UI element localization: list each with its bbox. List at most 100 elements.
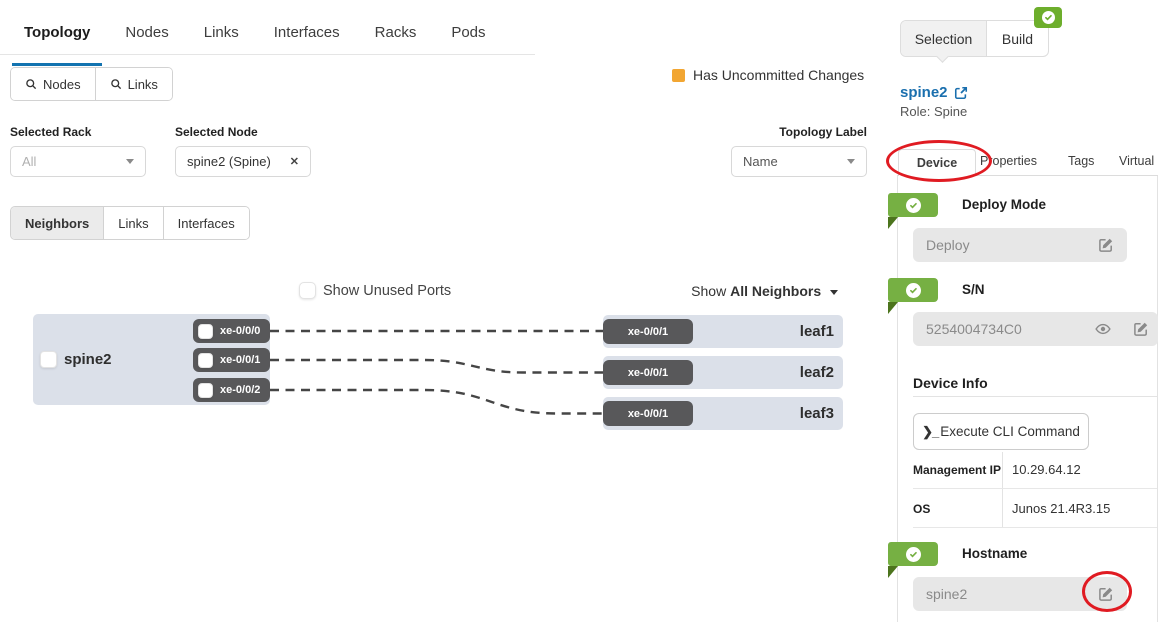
port-checkbox[interactable] bbox=[198, 352, 213, 368]
search-nodes-button[interactable]: Nodes bbox=[11, 68, 96, 100]
execute-cli-label: Execute CLI Command bbox=[940, 424, 1080, 439]
tab-pods[interactable]: Pods bbox=[451, 24, 486, 41]
panel-tabs: Selection Build bbox=[900, 20, 1049, 57]
edit-icon[interactable] bbox=[1133, 321, 1149, 337]
main-tabs: Topology Nodes Links Interfaces Racks Po… bbox=[0, 22, 535, 66]
check-circle-icon bbox=[1041, 11, 1055, 24]
spine2-node-label: spine2 bbox=[64, 351, 112, 368]
view-tab-links[interactable]: Links bbox=[104, 207, 164, 239]
node-name: spine2 bbox=[900, 84, 948, 101]
build-status-badge bbox=[1034, 7, 1062, 28]
check-circle-icon bbox=[905, 282, 921, 298]
tab-topology[interactable]: Topology bbox=[11, 22, 103, 66]
selected-rack-label: Selected Rack bbox=[10, 125, 92, 139]
port-label: xe-0/0/2 bbox=[220, 384, 261, 396]
execute-cli-button[interactable]: ❯_ Execute CLI Command bbox=[913, 413, 1089, 450]
search-links-button[interactable]: Links bbox=[95, 68, 172, 100]
os-value: Junos 21.4R3.15 bbox=[1012, 501, 1111, 516]
clear-selection-icon[interactable]: ✕ bbox=[289, 156, 299, 168]
eye-icon[interactable] bbox=[1095, 321, 1111, 337]
pane-border-right bbox=[1157, 176, 1158, 622]
port-checkbox[interactable] bbox=[198, 382, 213, 398]
os-label: OS bbox=[913, 502, 931, 516]
view-tab-neighbors[interactable]: Neighbors bbox=[11, 207, 105, 239]
hostname-value: spine2 bbox=[926, 586, 968, 602]
info-table-divider bbox=[1002, 452, 1003, 528]
detail-tab-device-label: Device bbox=[916, 156, 958, 170]
port-label: xe-0/0/1 bbox=[627, 325, 669, 338]
uncommitted-changes-legend: Has Uncommitted Changes bbox=[672, 67, 864, 83]
check-circle-icon bbox=[905, 197, 921, 213]
port-label: xe-0/0/0 bbox=[220, 325, 261, 337]
link-spine2-leaf3 bbox=[270, 388, 603, 415]
spine-port-chip[interactable]: xe-0/0/0 bbox=[193, 319, 270, 343]
management-ip-label: Management IP bbox=[913, 463, 1002, 477]
view-tab-interfaces[interactable]: Interfaces bbox=[163, 207, 249, 239]
tab-racks[interactable]: Racks bbox=[374, 24, 417, 41]
selected-rack-value: All bbox=[22, 154, 37, 169]
show-unused-ports-label: Show Unused Ports bbox=[323, 283, 452, 299]
port-label: xe-0/0/1 bbox=[627, 407, 669, 420]
external-link-icon bbox=[954, 86, 967, 99]
tab-selection[interactable]: Selection bbox=[901, 21, 987, 56]
edit-icon[interactable] bbox=[1098, 237, 1114, 253]
leaf2-node-label: leaf2 bbox=[799, 364, 834, 381]
management-ip-value: 10.29.64.12 bbox=[1012, 462, 1081, 477]
hostname-field: spine2 bbox=[913, 577, 1127, 611]
topology-label-label: Topology Label bbox=[779, 125, 867, 139]
tab-links[interactable]: Links bbox=[203, 24, 239, 41]
search-nodes-label: Nodes bbox=[43, 76, 81, 92]
leaf3-port-chip[interactable]: xe-0/0/1 bbox=[603, 401, 693, 426]
port-label: xe-0/0/1 bbox=[220, 354, 261, 366]
deploy-mode-status-ribbon bbox=[888, 193, 938, 217]
selected-node-label: Selected Node bbox=[175, 125, 258, 139]
selected-node-select[interactable]: spine2 (Spine) ✕ bbox=[175, 146, 311, 177]
search-links-label: Links bbox=[127, 76, 158, 92]
show-all-neighbors-value: All Neighbors bbox=[730, 283, 822, 299]
hostname-title: Hostname bbox=[962, 546, 1028, 561]
uncommitted-label: Has Uncommitted Changes bbox=[693, 67, 865, 83]
show-prefix: Show bbox=[691, 283, 727, 299]
sn-field: 5254004734C0 bbox=[913, 312, 1158, 346]
spine-port-chip[interactable]: xe-0/0/1 bbox=[193, 348, 270, 372]
tab-interfaces[interactable]: Interfaces bbox=[273, 24, 340, 41]
leaf3-node-label: leaf3 bbox=[799, 405, 834, 422]
info-row-divider bbox=[913, 488, 1157, 489]
port-checkbox[interactable] bbox=[198, 323, 213, 339]
tab-build[interactable]: Build bbox=[1001, 30, 1034, 47]
ribbon-fold bbox=[888, 302, 898, 314]
chevron-down-icon bbox=[830, 289, 838, 295]
edit-icon[interactable] bbox=[1098, 586, 1114, 602]
deploy-mode-title: Deploy Mode bbox=[962, 197, 1047, 212]
sn-status-ribbon bbox=[888, 278, 938, 302]
deploy-mode-value: Deploy bbox=[926, 237, 970, 253]
search-icon bbox=[110, 79, 121, 90]
leaf2-port-chip[interactable]: xe-0/0/1 bbox=[603, 360, 693, 385]
tab-nodes[interactable]: Nodes bbox=[125, 24, 169, 41]
detail-tab-properties[interactable]: Properties bbox=[980, 154, 1037, 168]
detail-tab-tags[interactable]: Tags bbox=[1068, 154, 1095, 168]
show-all-neighbors-dropdown[interactable]: Show All Neighbors bbox=[620, 283, 838, 299]
uncommitted-swatch-icon bbox=[672, 68, 685, 82]
sn-value: 5254004734C0 bbox=[926, 321, 1022, 337]
detail-tab-virtual[interactable]: Virtual bbox=[1119, 154, 1155, 168]
deploy-mode-field: Deploy bbox=[913, 228, 1127, 262]
spine-port-chip[interactable]: xe-0/0/2 bbox=[193, 378, 270, 402]
spine2-checkbox[interactable] bbox=[40, 351, 57, 368]
chevron-down-icon bbox=[126, 159, 134, 164]
selected-node-value: spine2 (Spine) bbox=[187, 154, 271, 169]
ribbon-fold bbox=[888, 217, 898, 229]
topology-label-select[interactable]: Name bbox=[731, 146, 867, 177]
check-circle-icon bbox=[905, 546, 921, 562]
topology-label-value: Name bbox=[743, 154, 778, 169]
search-button-group: Nodes Links bbox=[10, 67, 173, 101]
show-unused-ports-checkbox[interactable] bbox=[299, 282, 316, 299]
device-info-title: Device Info bbox=[913, 375, 988, 391]
chevron-down-icon bbox=[847, 159, 855, 164]
selected-rack-select[interactable]: All bbox=[10, 146, 146, 177]
detail-tab-device[interactable]: Device bbox=[898, 149, 976, 176]
device-info-divider bbox=[913, 396, 1157, 397]
node-detail-link[interactable]: spine2 bbox=[900, 84, 968, 101]
leaf1-port-chip[interactable]: xe-0/0/1 bbox=[603, 319, 693, 344]
